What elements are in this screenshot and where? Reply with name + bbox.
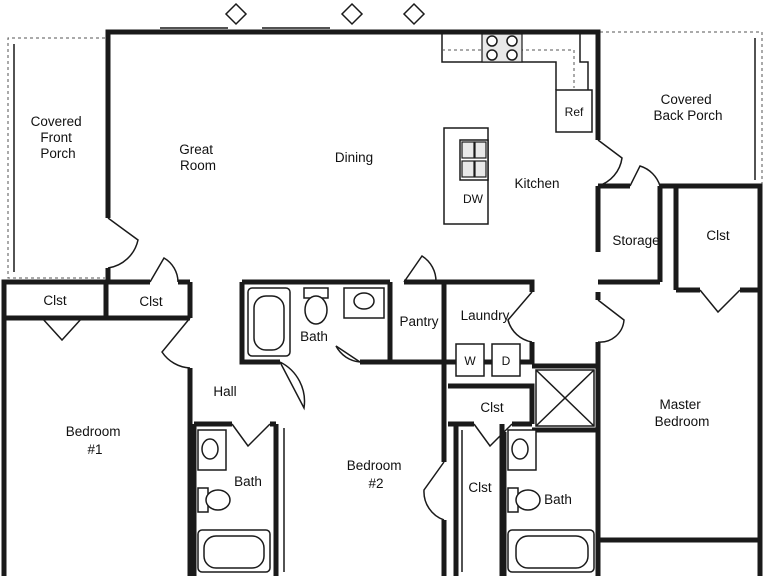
bedroom-2-label: Bedroom #2 — [347, 458, 406, 491]
bath-1-label: Bath — [234, 474, 262, 489]
front-porch-label: Covered Front Porch — [31, 114, 86, 161]
storage-label: Storage — [612, 233, 659, 248]
closet-rods — [283, 428, 463, 572]
window-markers — [160, 2, 426, 29]
dryer-label: D — [502, 354, 511, 368]
kitchen-label: Kitchen — [514, 176, 559, 191]
refrigerator-label: Ref — [565, 105, 584, 119]
master-bath-label: Bath — [544, 492, 572, 507]
great-room-label: Great Room — [179, 142, 217, 173]
dining-label: Dining — [335, 150, 373, 165]
exterior-walls — [1, 29, 763, 576]
master-bedroom-label: Master Bedroom — [655, 397, 710, 429]
closet-2-label: Clst — [139, 294, 162, 309]
front-porch-outline — [7, 37, 105, 279]
back-porch-label: Covered Back Porch — [653, 92, 722, 123]
hall-bath-label: Bath — [300, 329, 328, 344]
refrigerator: Ref — [555, 89, 593, 133]
hall-bath-fixtures — [247, 287, 385, 357]
bedroom-1-label: Bedroom #1 — [66, 424, 125, 457]
dishwasher-label: DW — [463, 192, 484, 206]
hall-closet-label: Clst — [480, 400, 503, 415]
closet-1-label: Clst — [43, 293, 66, 308]
washer-label: W — [464, 354, 476, 368]
laundry-label: Laundry — [461, 308, 510, 323]
hall-label: Hall — [213, 384, 236, 399]
master-closet-label: Clst — [706, 228, 729, 243]
door-swings — [41, 139, 741, 521]
room-labels: Covered Front Porch Great Room Dining Ki… — [31, 92, 730, 507]
pantry-label: Pantry — [399, 314, 438, 329]
bath-1-fixtures — [197, 429, 271, 573]
cooktop — [481, 33, 523, 63]
chase — [535, 369, 595, 427]
bedroom-2-closet-label: Clst — [468, 480, 491, 495]
kitchen-island: DW — [443, 127, 489, 225]
master-bath-fixtures — [507, 429, 595, 573]
washer-dryer: W D — [455, 343, 521, 377]
